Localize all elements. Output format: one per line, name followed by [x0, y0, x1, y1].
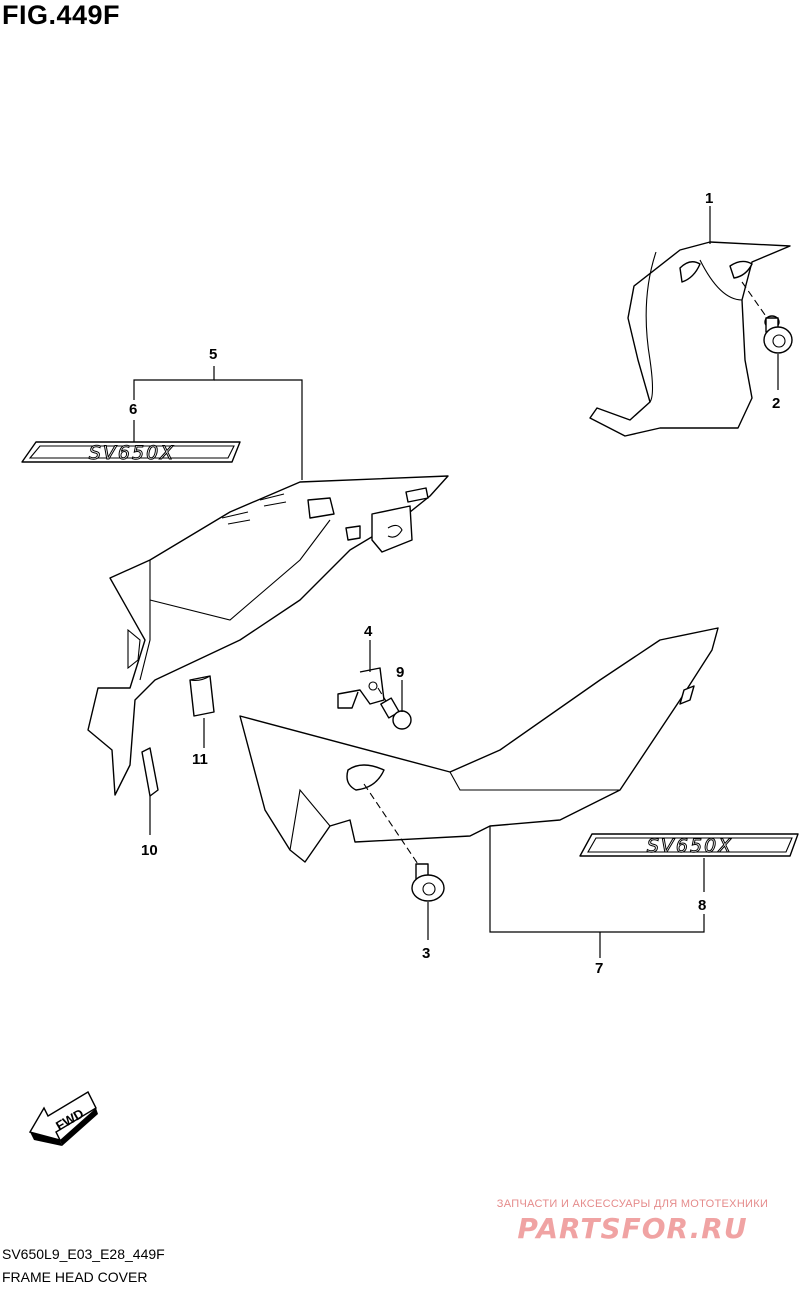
- callout-8: 8: [698, 897, 706, 914]
- callout-5: 5: [209, 346, 217, 363]
- callout-9: 9: [396, 664, 404, 681]
- callout-1: 1: [705, 190, 713, 207]
- watermark: ЗАПЧАСТИ И АКСЕССУАРЫ ДЛЯ МОТОТЕХНИКИ PA…: [470, 1198, 795, 1245]
- callout-7: 7: [595, 960, 603, 977]
- part-9-screw: [377, 687, 412, 730]
- diagram-name: FRAME HEAD COVER: [2, 1269, 148, 1285]
- callout-4: 4: [364, 623, 373, 640]
- part-11-cushion: [189, 675, 215, 717]
- part-8-emblem: SV650X: [579, 833, 799, 858]
- part-4-bracket: [337, 667, 385, 709]
- watermark-logo: PARTSFOR.RU: [517, 1212, 748, 1245]
- fwd-arrow-icon: FWD: [28, 1091, 98, 1146]
- part-7-right-cover: [239, 627, 719, 863]
- diagram-code: SV650L9_E03_E28_449F: [2, 1246, 165, 1262]
- callout-3: 3: [422, 945, 430, 962]
- part-6-emblem: SV650X: [21, 441, 241, 465]
- part-1-frame-head-cover: [589, 241, 791, 437]
- part-10-clip: [141, 747, 159, 835]
- callout-10: 10: [141, 842, 158, 859]
- part-5-left-cover: [87, 475, 449, 796]
- figure-title: FIG.449F: [2, 0, 121, 30]
- emblem-left-text: SV650X: [89, 442, 175, 464]
- part-2-screw: [741, 281, 793, 354]
- callout-11: 11: [192, 751, 208, 768]
- leader-lines: [133, 206, 779, 958]
- part-3-screw: [363, 783, 445, 902]
- callout-6: 6: [129, 401, 137, 418]
- emblem-right-text: SV650X: [647, 835, 733, 857]
- watermark-tagline: ЗАПЧАСТИ И АКСЕССУАРЫ ДЛЯ МОТОТЕХНИКИ: [496, 1198, 769, 1210]
- callout-2: 2: [772, 395, 780, 412]
